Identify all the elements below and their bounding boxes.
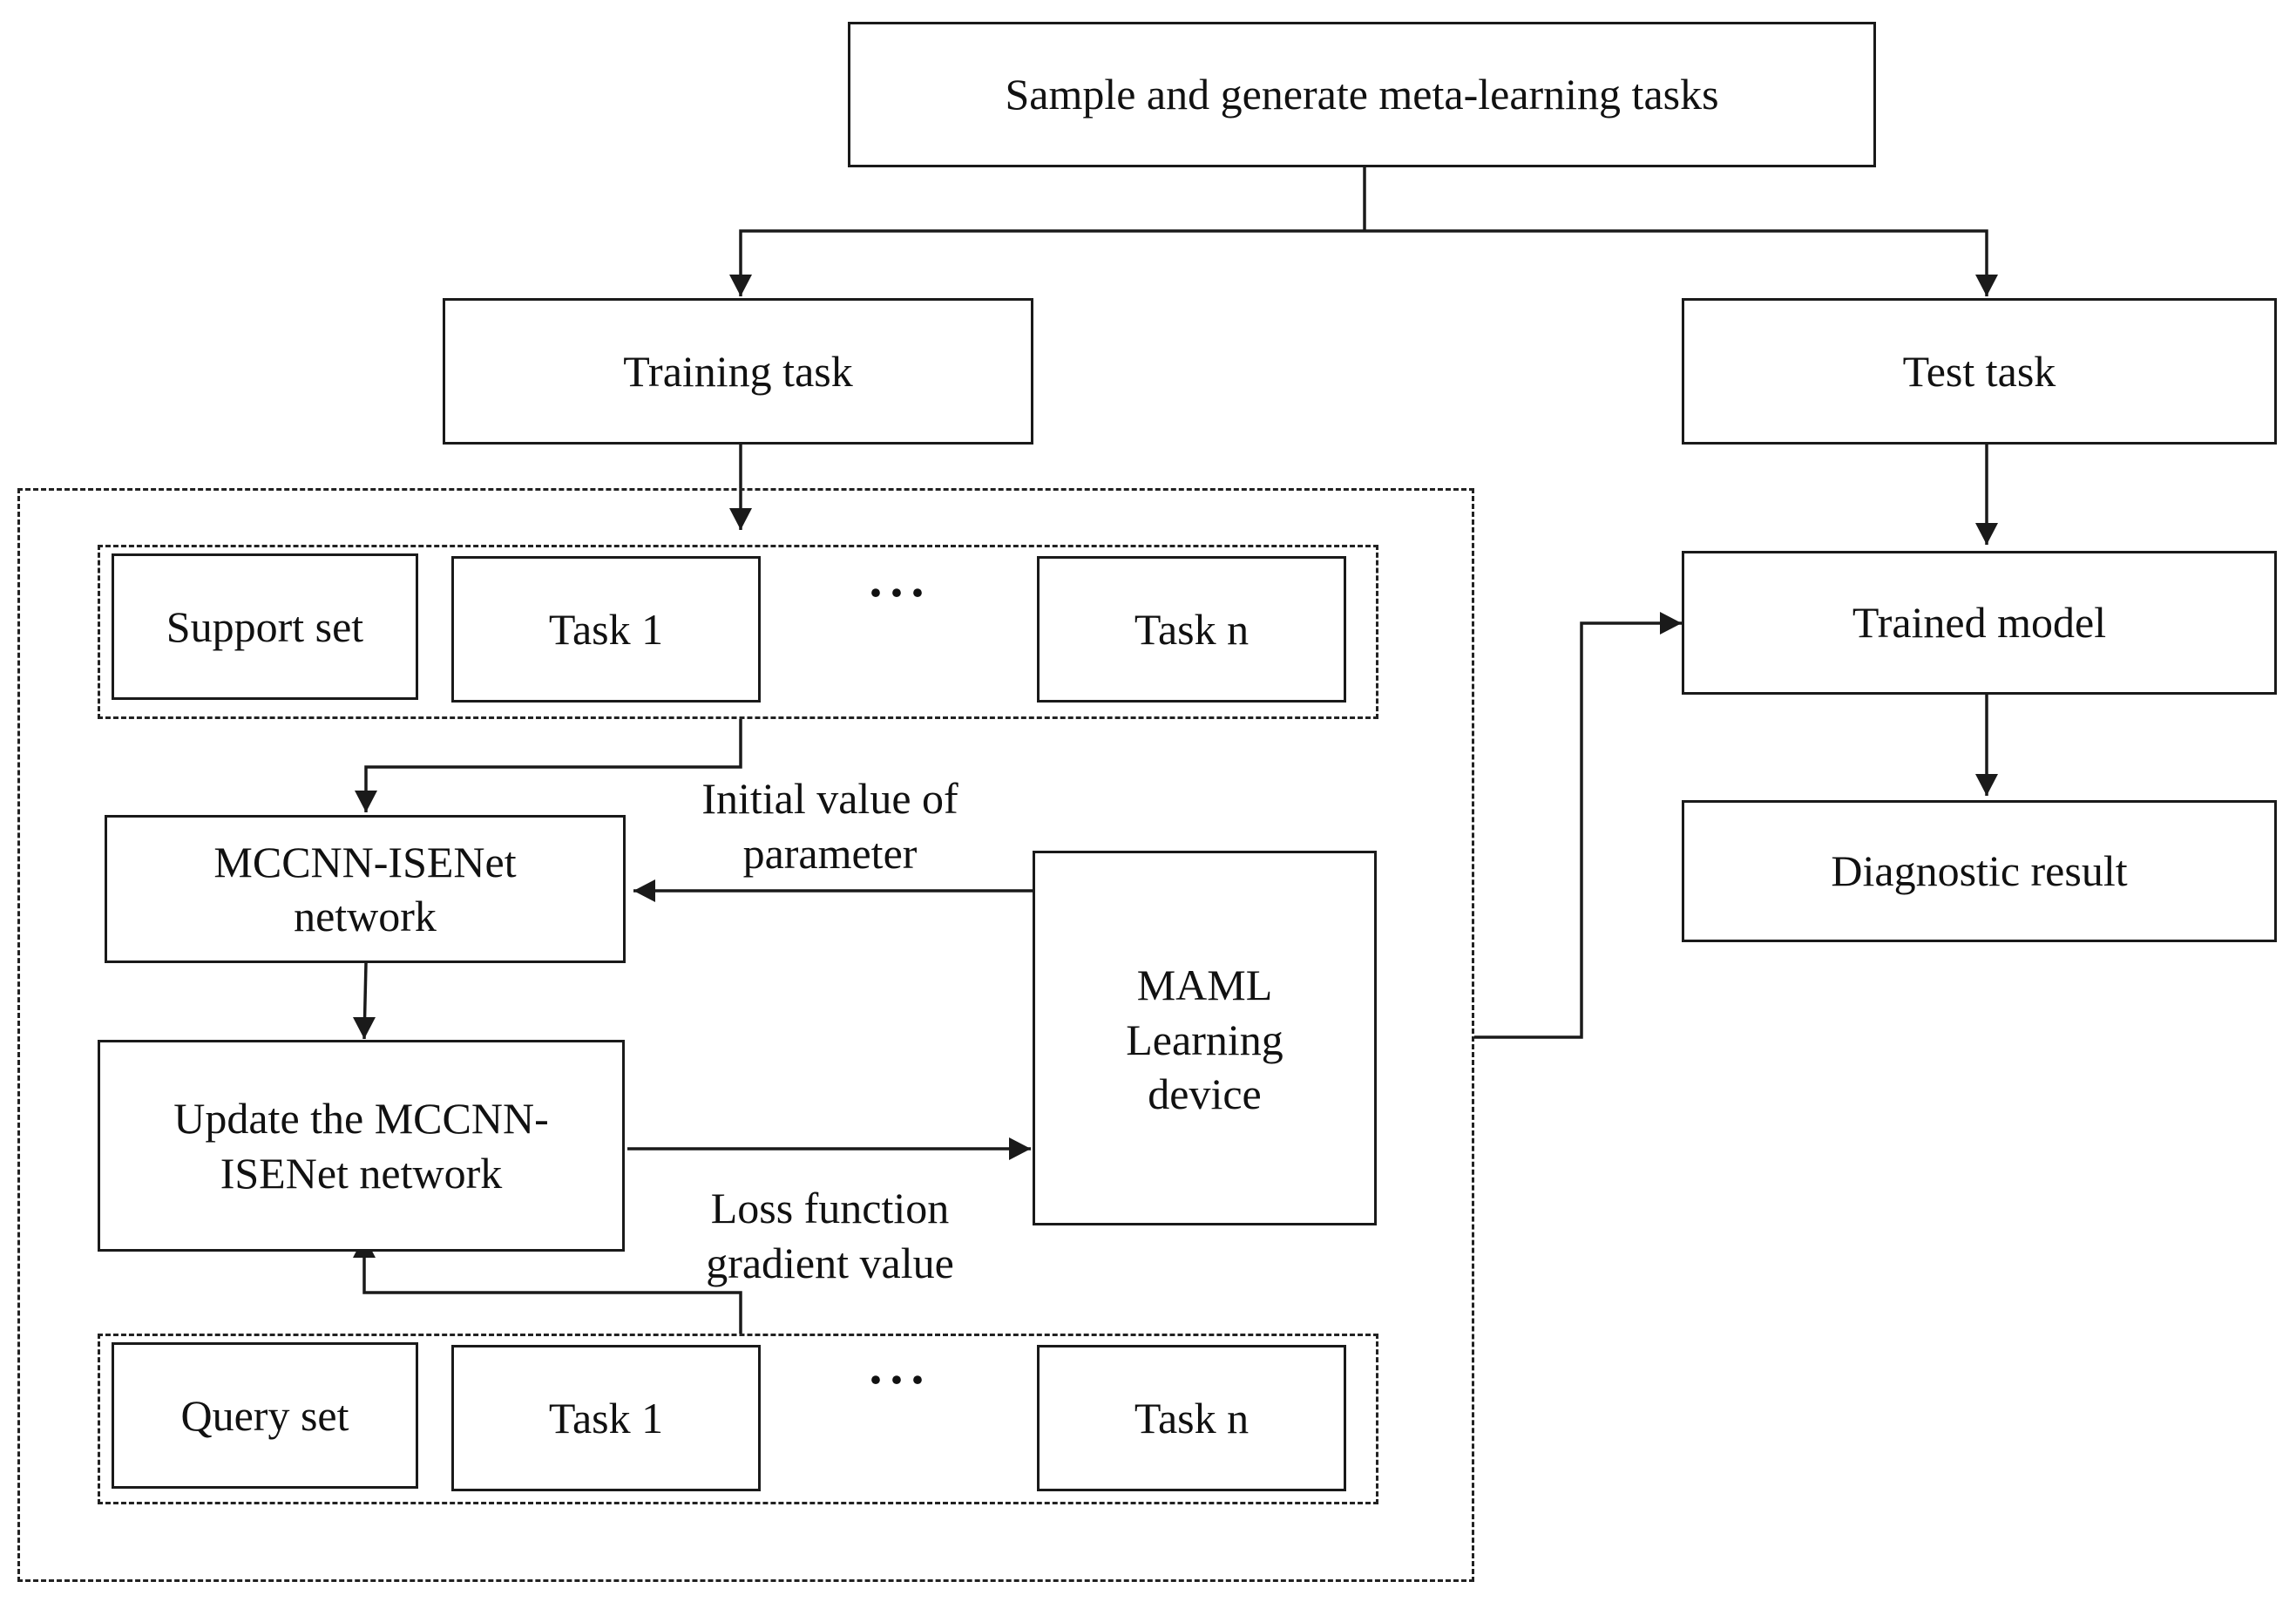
arrowhead-training bbox=[729, 275, 752, 296]
arrowhead-mccnn bbox=[355, 791, 377, 812]
connector-to-training bbox=[739, 229, 1365, 296]
connector-to-test bbox=[1365, 229, 1988, 296]
support-ellipsis: ··· bbox=[867, 564, 931, 621]
connector-support-to-mccnn bbox=[364, 719, 742, 812]
arrowhead-mccnn-left bbox=[633, 879, 655, 902]
maml-label: MAML Learning device bbox=[1126, 961, 1283, 1118]
loss-gradient-label: Loss function gradient value bbox=[680, 1181, 980, 1290]
training-task-label: Training task bbox=[623, 346, 853, 396]
arrowhead-trained-from-test bbox=[1975, 523, 1998, 545]
training-loop-container bbox=[17, 488, 1474, 1582]
sample-generate-label: Sample and generate meta-learning tasks bbox=[1005, 70, 1719, 119]
training-task-box: Training task bbox=[443, 298, 1033, 445]
support-task-1-box: Task 1 bbox=[451, 556, 761, 703]
support-task-1-label: Task 1 bbox=[548, 604, 664, 654]
diagnostic-result-box: Diagnostic result bbox=[1682, 800, 2277, 942]
arrowhead-test bbox=[1975, 275, 1998, 296]
query-task-n-label: Task n bbox=[1134, 1393, 1250, 1442]
query-task-1-label: Task 1 bbox=[548, 1393, 664, 1442]
support-task-n-label: Task n bbox=[1134, 604, 1250, 654]
arrowhead-diagnostic bbox=[1975, 774, 1998, 796]
support-set-group bbox=[98, 545, 1378, 719]
query-task-n-box: Task n bbox=[1037, 1345, 1346, 1491]
initial-value-text: Initial value of parameter bbox=[701, 774, 958, 878]
support-task-n-box: Task n bbox=[1037, 556, 1346, 703]
diagnostic-result-label: Diagnostic result bbox=[1831, 846, 2128, 896]
support-set-label: Support set bbox=[166, 601, 364, 651]
update-network-box: Update the MCCNN-ISENet network bbox=[98, 1040, 625, 1252]
initial-value-label: Initial value of parameter bbox=[680, 771, 980, 880]
mccnn-isenet-label: MCCNN-ISENet network bbox=[213, 837, 517, 941]
test-task-label: Test task bbox=[1902, 346, 2056, 396]
update-network-label: Update the MCCNN-ISENet network bbox=[173, 1094, 549, 1198]
arrowhead-update bbox=[353, 1017, 376, 1039]
trained-model-label: Trained model bbox=[1852, 598, 2107, 648]
connector-query-to-update bbox=[362, 1258, 742, 1334]
arrowhead-maml bbox=[1009, 1137, 1031, 1160]
trained-model-box: Trained model bbox=[1682, 551, 2277, 695]
arrowhead-trained bbox=[1660, 612, 1682, 635]
mccnn-isenet-box: MCCNN-ISENet network bbox=[105, 815, 626, 963]
connector-outer-to-trained bbox=[1474, 621, 1682, 1039]
query-task-1-box: Task 1 bbox=[451, 1345, 761, 1491]
arrowhead-support bbox=[729, 508, 752, 530]
query-ellipsis: ··· bbox=[867, 1351, 931, 1409]
support-set-box: Support set bbox=[112, 553, 418, 700]
loss-gradient-text: Loss function gradient value bbox=[706, 1184, 954, 1287]
sample-generate-box: Sample and generate meta-learning tasks bbox=[848, 22, 1876, 167]
query-set-box: Query set bbox=[112, 1342, 418, 1489]
test-task-box: Test task bbox=[1682, 298, 2277, 445]
query-set-group bbox=[98, 1334, 1378, 1504]
query-set-label: Query set bbox=[180, 1390, 349, 1440]
maml-box: MAML Learning device bbox=[1033, 851, 1377, 1225]
